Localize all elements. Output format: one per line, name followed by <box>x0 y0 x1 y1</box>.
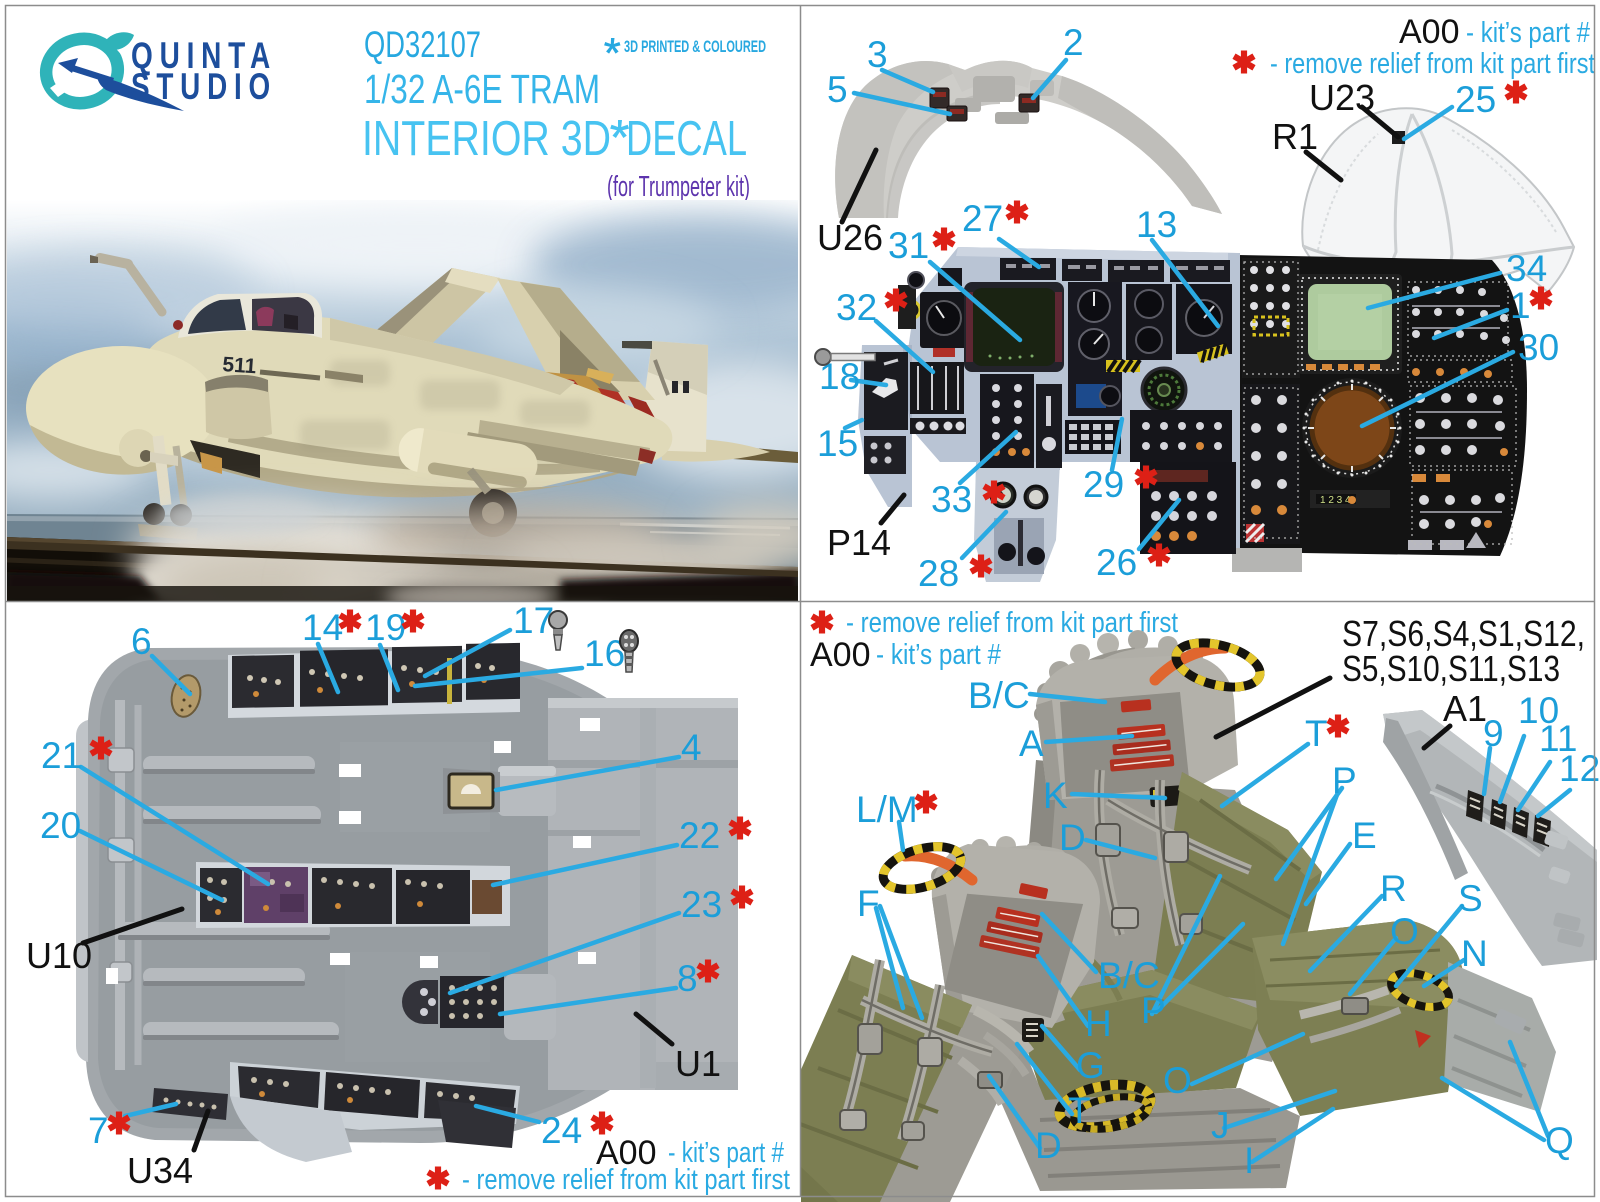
svg-text:27: 27 <box>962 198 1003 239</box>
svg-text:- kit’s part #: - kit’s part # <box>668 1137 784 1169</box>
svg-text:F: F <box>857 883 880 924</box>
svg-text:- remove relief from kit part: - remove relief from kit part first <box>1270 48 1595 80</box>
svg-text:29: 29 <box>1083 464 1124 505</box>
svg-text:20: 20 <box>40 805 81 846</box>
svg-text:L/M: L/M <box>856 789 918 830</box>
svg-text:QD32107: QD32107 <box>364 24 481 65</box>
svg-text:- kit’s part #: - kit’s part # <box>876 639 1001 671</box>
svg-text:13: 13 <box>1136 204 1177 245</box>
svg-text:34: 34 <box>1506 248 1547 289</box>
svg-text:A00: A00 <box>810 636 871 674</box>
svg-text:D: D <box>1059 817 1086 858</box>
svg-text:9: 9 <box>1483 713 1504 754</box>
svg-text:28: 28 <box>918 553 959 594</box>
svg-text:33: 33 <box>931 479 972 520</box>
svg-text:U10: U10 <box>26 935 92 976</box>
svg-text:- remove relief from kit part: - remove relief from kit part first <box>846 607 1178 639</box>
svg-text:2: 2 <box>1063 22 1084 63</box>
svg-text:31: 31 <box>888 225 929 266</box>
svg-text:T: T <box>1305 713 1328 754</box>
svg-text:P14: P14 <box>827 522 891 563</box>
svg-text:U34: U34 <box>127 1150 193 1191</box>
svg-text:1/32 A-6E TRAM: 1/32 A-6E TRAM <box>364 66 600 112</box>
svg-text:I: I <box>1244 1140 1254 1181</box>
svg-text:E: E <box>1352 815 1377 856</box>
svg-text:A00: A00 <box>596 1134 657 1172</box>
svg-text:3D PRINTED & COLOURED: 3D PRINTED & COLOURED <box>624 37 766 56</box>
svg-text:10: 10 <box>1518 690 1559 731</box>
svg-text:23: 23 <box>681 884 722 925</box>
svg-text:17: 17 <box>513 600 554 641</box>
svg-text:11: 11 <box>1539 718 1577 759</box>
svg-text:1 2 3 4: 1 2 3 4 <box>1320 495 1351 506</box>
svg-text:G: G <box>1076 1045 1105 1086</box>
svg-text:B/C: B/C <box>968 675 1030 716</box>
svg-text:S: S <box>1458 878 1483 919</box>
svg-text:1: 1 <box>1510 285 1531 326</box>
svg-text:P: P <box>1141 990 1166 1031</box>
svg-text:D: D <box>1035 1125 1062 1166</box>
svg-text:P: P <box>1332 760 1357 801</box>
svg-text:6: 6 <box>131 621 152 662</box>
svg-text:O: O <box>1390 911 1419 952</box>
svg-text:4: 4 <box>681 727 702 768</box>
svg-text:25: 25 <box>1455 79 1496 120</box>
svg-text:19: 19 <box>365 607 406 648</box>
svg-text:R: R <box>1380 868 1407 909</box>
svg-text:22: 22 <box>679 815 720 856</box>
svg-text:S5,S10,S11,S13: S5,S10,S11,S13 <box>1342 648 1560 689</box>
svg-text:H: H <box>1085 1003 1112 1044</box>
svg-text:15: 15 <box>817 423 858 464</box>
svg-text:A1: A1 <box>1443 688 1487 729</box>
svg-text:J: J <box>1211 1105 1230 1146</box>
svg-text:14: 14 <box>302 607 343 648</box>
svg-text:(for Trumpeter kit): (for Trumpeter kit) <box>607 171 750 203</box>
svg-text:T: T <box>1068 1090 1091 1131</box>
svg-text:A: A <box>1019 723 1044 764</box>
svg-text:O: O <box>1163 1060 1192 1101</box>
svg-text:21: 21 <box>41 735 82 776</box>
svg-text:STUDIO: STUDIO <box>131 66 277 107</box>
svg-text:- remove relief from kit part: - remove relief from kit part first <box>462 1164 790 1196</box>
svg-text:U1: U1 <box>675 1043 721 1084</box>
svg-text:N: N <box>1461 933 1488 974</box>
svg-text:B/C: B/C <box>1098 955 1160 996</box>
svg-text:24: 24 <box>541 1110 582 1151</box>
svg-text:R1: R1 <box>1272 116 1318 157</box>
svg-text:U23: U23 <box>1309 77 1375 118</box>
svg-text:26: 26 <box>1096 542 1137 583</box>
svg-text:U26: U26 <box>817 217 883 258</box>
svg-text:511: 511 <box>222 353 258 378</box>
svg-text:32: 32 <box>836 287 877 328</box>
svg-text:INTERIOR 3D: INTERIOR 3D <box>362 112 611 166</box>
svg-text:12: 12 <box>1559 748 1600 789</box>
svg-text:QUINTA: QUINTA <box>131 35 277 76</box>
svg-text:3: 3 <box>867 34 888 75</box>
svg-text:A00: A00 <box>1399 13 1460 51</box>
svg-text:5: 5 <box>827 69 848 110</box>
svg-text:- kit’s part #: - kit’s part # <box>1466 17 1590 49</box>
svg-text:8: 8 <box>677 958 698 999</box>
svg-text:DECAL: DECAL <box>626 112 747 166</box>
svg-text:7: 7 <box>88 1110 109 1151</box>
svg-text:K: K <box>1043 775 1068 816</box>
svg-text:Q: Q <box>1545 1120 1574 1161</box>
svg-text:S7,S6,S4,S1,S12,: S7,S6,S4,S1,S12, <box>1342 613 1585 654</box>
svg-text:30: 30 <box>1518 327 1559 368</box>
svg-text:16: 16 <box>584 633 625 674</box>
